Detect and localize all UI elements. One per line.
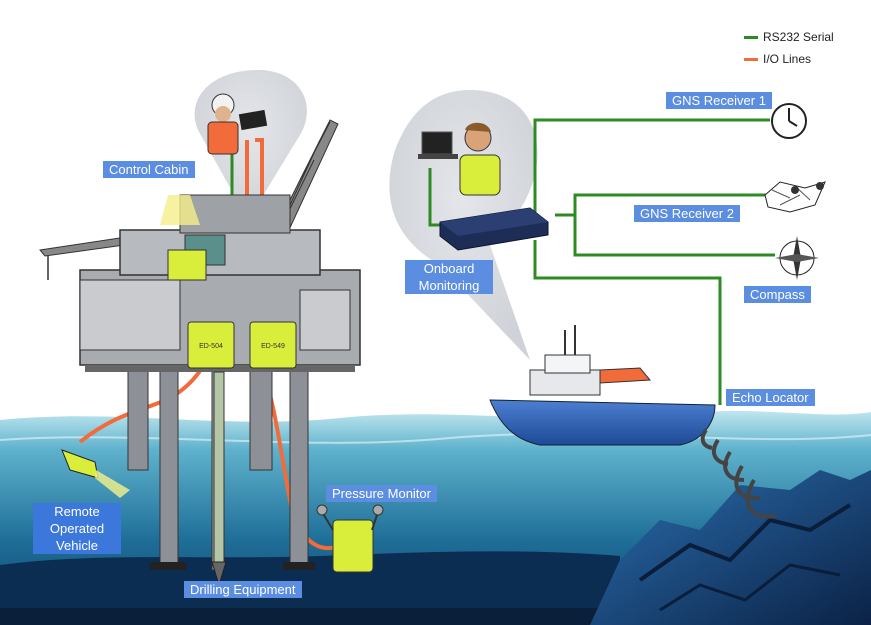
survey-boat [489,325,716,446]
control-cabin-light [160,195,200,225]
label-compass: Compass [744,286,811,303]
control-cabin-device [167,249,207,281]
offshore-platform [39,119,361,587]
legend-serial: RS232 Serial [744,26,834,48]
module-right-label: ED-549 [261,343,285,350]
map-icon [764,181,826,213]
clock-icon [771,103,807,139]
label-pressure-monitor: Pressure Monitor [326,485,437,502]
label-drilling-equipment: Drilling Equipment [184,581,302,598]
module-right-device: ED-549 [249,321,297,369]
seabed-rock [590,470,871,625]
rov [61,449,130,498]
legend: RS232 Serial I/O Lines [744,26,834,70]
platform-engineer [207,93,268,155]
module-left-label: ED-504 [199,343,223,350]
legend-serial-label: RS232 Serial [763,30,834,44]
label-remote-operated-vehicle: Remote Operated Vehicle [33,503,121,554]
legend-io-swatch [744,57,758,61]
label-echo-locator: Echo Locator [726,389,815,406]
pressure-monitor-device [316,504,384,573]
onboard-engineer [418,122,501,196]
label-gns-receiver-2: GNS Receiver 2 [634,205,740,222]
monitoring-device [439,207,549,251]
echo-waves [700,428,777,519]
legend-io-label: I/O Lines [763,52,812,66]
label-control-cabin: Control Cabin [103,161,195,178]
seabed-strip [0,608,600,625]
label-gns-receiver-1: GNS Receiver 1 [666,92,772,109]
legend-serial-swatch [744,35,758,39]
legend-io: I/O Lines [744,48,834,70]
module-left-device: ED-504 [187,321,235,369]
label-onboard-monitoring: Onboard Monitoring [405,260,493,294]
compass-icon [775,236,819,280]
